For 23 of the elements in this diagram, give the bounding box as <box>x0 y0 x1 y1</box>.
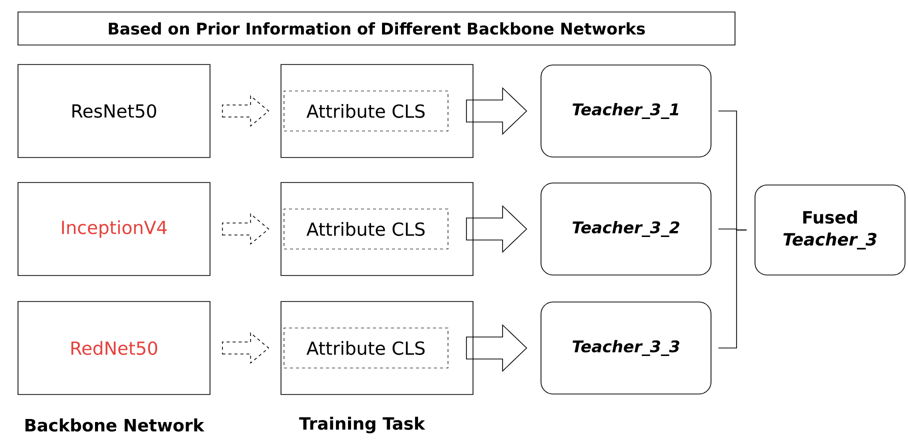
network-box: InceptionV4 <box>18 182 210 276</box>
teacher-box: Teacher_3_1 <box>540 64 712 158</box>
task-label-box: Attribute CLS <box>284 90 448 132</box>
bracket-line <box>718 230 747 348</box>
task-box <box>280 301 474 395</box>
hollow-arrow <box>466 324 528 372</box>
teacher-box: Teacher_3_3 <box>540 302 712 394</box>
task-box <box>280 64 474 158</box>
hollow-arrow <box>222 332 270 364</box>
axis-label: Training Task <box>299 416 426 434</box>
task-label-box: Attribute CLS <box>284 328 448 368</box>
axis-label: Backbone Network <box>25 418 204 432</box>
hollow-arrow <box>222 95 270 127</box>
network-box: RedNet50 <box>18 301 210 395</box>
hollow-arrow <box>222 213 270 245</box>
teacher-box: Teacher_3_2 <box>540 182 712 276</box>
hollow-arrow <box>466 205 528 253</box>
task-label-box: Attribute CLS <box>284 208 448 250</box>
fused-teacher-box: Fused Teacher_3 <box>754 184 906 276</box>
hollow-arrow <box>466 87 528 135</box>
network-box: ResNet50 <box>18 64 210 158</box>
task-box <box>280 182 474 276</box>
title-box: Based on Prior Information of Different Backbone Networks <box>18 12 736 46</box>
